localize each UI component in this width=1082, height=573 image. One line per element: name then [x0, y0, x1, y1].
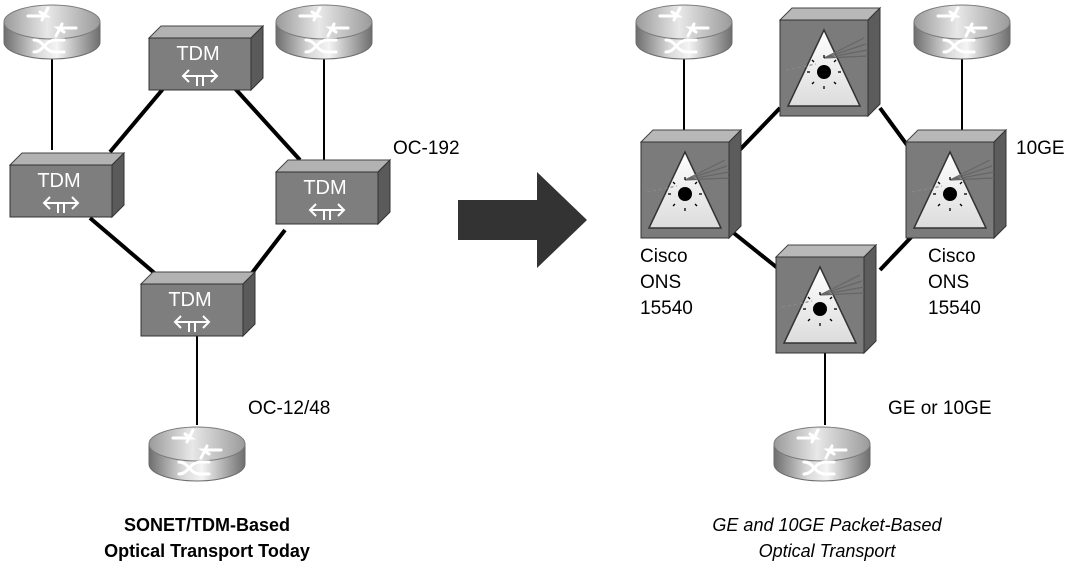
link-tdm-left-to-top: [108, 81, 170, 154]
link-tdm-top-to-right: [228, 81, 302, 162]
tdm-node-label: TDM: [176, 43, 219, 65]
tdm-mux-icon: TDM: [9, 152, 125, 218]
right-node-label-line2: ONS: [928, 272, 969, 293]
left-links: [51, 55, 325, 425]
router-icon: [772, 425, 872, 483]
access-speed-label: GE or 10GE: [888, 398, 992, 419]
tdm-mux-icon: TDM: [148, 25, 264, 91]
optical-node-icon: [779, 7, 881, 117]
right-node-label-line1: Cisco: [928, 246, 976, 267]
router-icon: [274, 3, 374, 61]
right-arrow-icon: [458, 172, 587, 268]
left-caption-line1: SONET/TDM-Based: [124, 515, 290, 535]
link-tdm-left-to-bottom: [88, 216, 167, 284]
ring-speed-label: OC-192: [393, 138, 460, 159]
router-icon: [634, 3, 734, 61]
router-icon: [912, 3, 1012, 61]
left-node-label-line3: 15540: [640, 298, 693, 319]
tdm-node-label: TDM: [168, 289, 211, 311]
left-caption-line2: Optical Transport Today: [104, 541, 310, 561]
router-icon: [147, 425, 247, 483]
tdm-mux-icon: TDM: [140, 271, 256, 337]
right-node-label-line3: 15540: [928, 298, 981, 319]
ring-speed-label: 10GE: [1016, 138, 1065, 159]
link-optical-left-to-bottom: [728, 228, 782, 272]
tdm-node-label: TDM: [303, 177, 346, 199]
right-caption-line2: Optical Transport: [759, 541, 897, 561]
optical-node-icon: [775, 244, 877, 354]
left-node-label-line2: ONS: [640, 272, 681, 293]
left-node-label-line1: Cisco: [640, 246, 688, 267]
optical-node-icon: [640, 129, 742, 239]
optical-node-icon: [905, 129, 1007, 239]
access-speed-label: OC-12/48: [248, 398, 330, 419]
router-icon: [2, 3, 102, 61]
tdm-node-label: TDM: [37, 170, 80, 192]
right-caption-line1: GE and 10GE Packet-Based: [712, 515, 942, 535]
tdm-mux-icon: TDM: [275, 159, 391, 225]
